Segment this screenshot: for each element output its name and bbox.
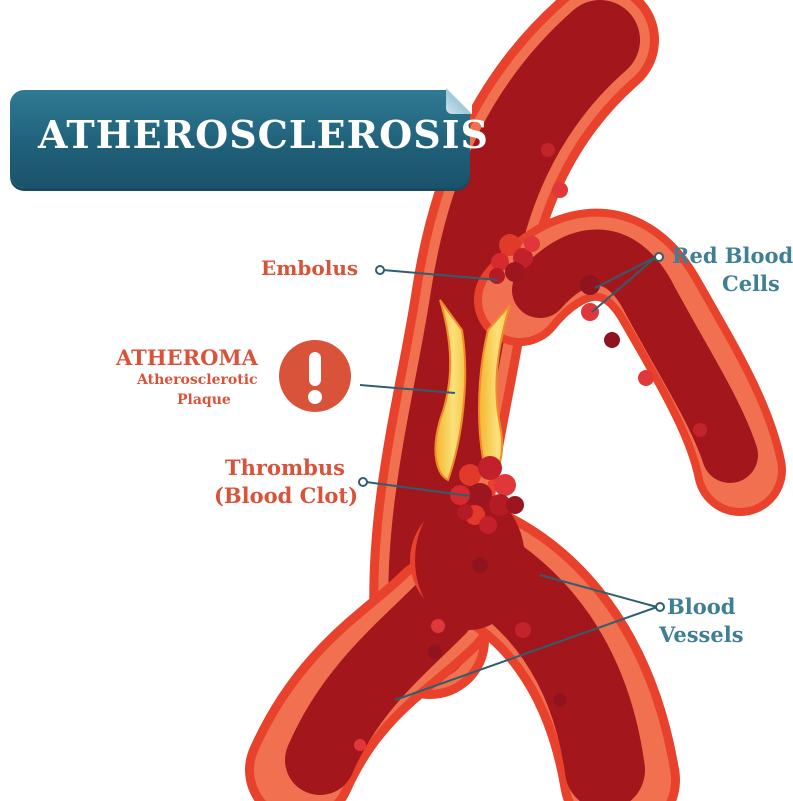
label-red-blood: Red Blood xyxy=(672,243,793,268)
exclamation-icon xyxy=(279,340,351,412)
label-thrombus: Thrombus xyxy=(225,455,345,480)
banner-fold-corner xyxy=(446,88,472,114)
vessel-right-branch xyxy=(520,255,740,470)
label-atheroma-sub-2: Plaque xyxy=(177,392,231,408)
label-vessels: Vessels xyxy=(659,622,744,647)
title-banner: ATHEROSCLEROSIS xyxy=(10,90,470,188)
label-blood: Blood xyxy=(667,594,735,619)
label-embolus: Embolus xyxy=(261,256,358,280)
label-atheroma-sub-1: Atherosclerotic xyxy=(137,372,258,388)
label-cells: Cells xyxy=(722,271,780,296)
label-blood-clot: (Blood Clot) xyxy=(214,483,358,508)
page-title: ATHEROSCLEROSIS xyxy=(38,112,489,157)
vessel-lower-left-branch xyxy=(300,610,440,770)
label-atheroma: ATHEROMA xyxy=(116,345,258,370)
